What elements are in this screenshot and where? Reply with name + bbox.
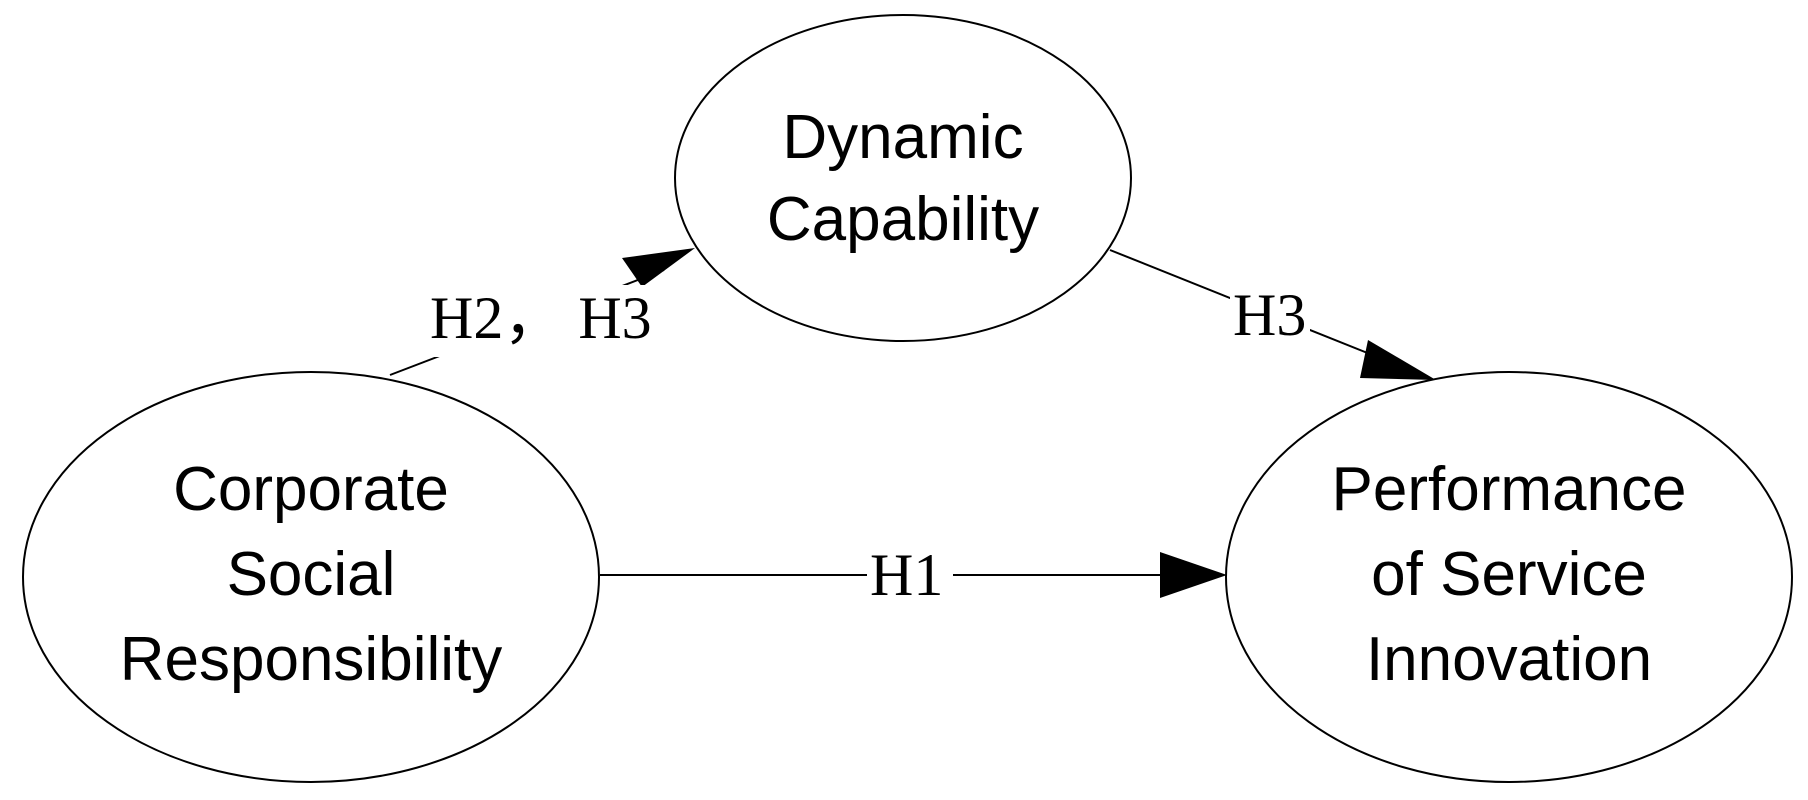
edge-csr-to-dynamic-capability: H2， H3: [389, 248, 695, 376]
edge-label-bg-h2-h3: [428, 285, 658, 357]
node-performance-of-service-innovation: Performance of Service Innovation: [1225, 371, 1793, 783]
arrowhead-h2-h3: [622, 248, 695, 287]
node-csr-line-1: Corporate: [173, 455, 449, 524]
node-performance-line-3: Innovation: [1366, 625, 1652, 694]
edge-csr-to-performance: H1: [600, 540, 1227, 608]
node-performance-ellipse: [1225, 371, 1793, 783]
arrowhead-h1: [1160, 552, 1227, 598]
edge-label-h1: H1: [870, 542, 943, 608]
edge-label-h3: H3: [1233, 282, 1306, 348]
node-dynamic-capability-line-2: Capability: [767, 185, 1039, 254]
arrowhead-h3: [1360, 340, 1436, 380]
node-dynamic-capability-line-1: Dynamic: [782, 103, 1023, 172]
node-performance-line-2: of Service: [1371, 540, 1647, 609]
node-csr-line-2: Social: [227, 540, 396, 609]
node-csr-line-3: Responsibility: [120, 625, 503, 694]
node-dynamic-capability: Dynamic Capability: [674, 14, 1132, 342]
node-performance-line-1: Performance: [1332, 455, 1687, 524]
node-csr-ellipse: [22, 371, 600, 783]
edge-dynamic-capability-to-performance: H3: [1109, 249, 1436, 380]
edge-label-bg-h1: [867, 540, 953, 606]
node-dynamic-capability-ellipse: [674, 14, 1132, 342]
node-corporate-social-responsibility: Corporate Social Responsibility: [22, 371, 600, 783]
edge-label-bg-h3: [1230, 282, 1310, 348]
edge-label-h2-h3: H2， H3: [430, 285, 652, 351]
